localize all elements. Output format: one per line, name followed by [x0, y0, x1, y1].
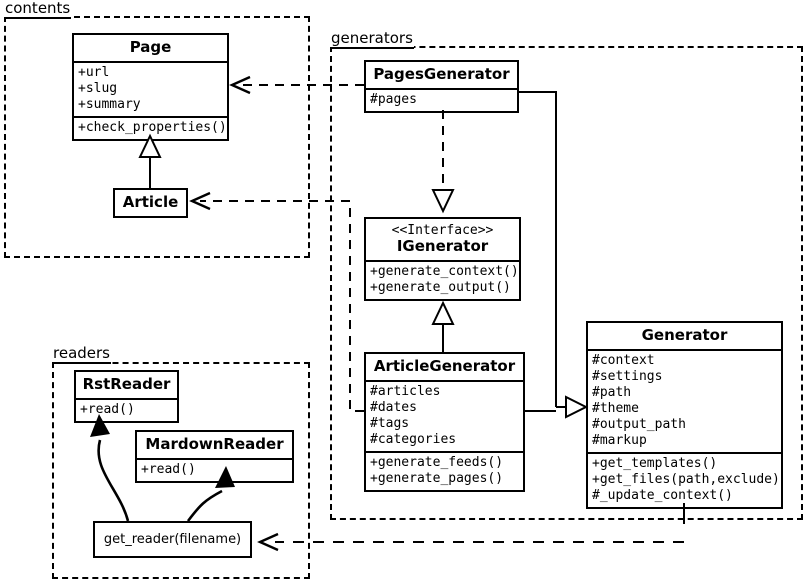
- attribute: +slug: [78, 81, 118, 96]
- class-rstreader-methods: +read(): [76, 398, 177, 421]
- class-rstreader-title: RstReader: [82, 375, 171, 393]
- method: +generate_output(): [370, 280, 511, 295]
- method: +read(): [141, 462, 196, 477]
- class-igenerator-stereotype: <<Interface>>: [391, 223, 494, 238]
- attribute: #settings: [592, 369, 663, 384]
- attribute: +url: [78, 65, 110, 80]
- package-readers: [52, 362, 310, 579]
- attribute: #context: [592, 353, 655, 368]
- class-pagesgenerator-attributes: #pages: [366, 88, 517, 111]
- class-generator-methods: +get_templates() +get_files(path,exclude…: [588, 452, 781, 507]
- class-igenerator-name: IGenerator: [396, 237, 489, 255]
- class-page-methods: +check_properties(): [74, 116, 227, 139]
- class-page-attributes: +url +slug +summary: [74, 61, 227, 116]
- class-rstreader[interactable]: RstReader +read(): [74, 370, 179, 423]
- class-articlegenerator-methods: +generate_feeds() +generate_pages(): [366, 451, 523, 490]
- class-article[interactable]: Article: [113, 188, 188, 218]
- attribute: #categories: [370, 432, 457, 447]
- class-igenerator[interactable]: <<Interface>> IGenerator +generate_conte…: [364, 217, 521, 301]
- package-generators-label: generators: [330, 29, 414, 49]
- class-generator[interactable]: Generator #context #settings #path #them…: [586, 321, 783, 509]
- method: +generate_context(): [370, 264, 519, 279]
- attribute: #output_path: [592, 417, 686, 432]
- class-mardownreader[interactable]: MardownReader +read(): [135, 430, 294, 483]
- class-articlegenerator-attributes: #articles #dates #tags #categories: [366, 380, 523, 451]
- class-page[interactable]: Page +url +slug +summary +check_properti…: [72, 33, 229, 141]
- method: #_update_context(): [592, 488, 733, 503]
- attribute: #markup: [592, 433, 647, 448]
- attribute: #path: [592, 385, 632, 400]
- method: +generate_pages(): [370, 471, 504, 486]
- attribute: #tags: [370, 416, 410, 431]
- method: +get_templates(): [592, 456, 718, 471]
- class-mardownreader-methods: +read(): [137, 458, 292, 481]
- package-readers-label: readers: [52, 344, 111, 364]
- attribute: #articles: [370, 384, 441, 399]
- attribute: +summary: [78, 97, 141, 112]
- class-article-title: Article: [122, 193, 179, 211]
- class-articlegenerator[interactable]: ArticleGenerator #articles #dates #tags …: [364, 352, 525, 492]
- attribute: #dates: [370, 400, 417, 415]
- method: +generate_feeds(): [370, 455, 504, 470]
- class-generator-title: Generator: [641, 326, 728, 344]
- method: +check_properties(): [78, 120, 227, 135]
- class-page-title: Page: [129, 38, 172, 56]
- function-get-reader[interactable]: get_reader(filename): [93, 521, 252, 558]
- package-contents-label: contents: [4, 0, 72, 19]
- class-pagesgenerator-title: PagesGenerator: [373, 65, 510, 83]
- method: +get_files(path,exclude): [592, 472, 780, 487]
- class-generator-attributes: #context #settings #path #theme #output_…: [588, 349, 781, 452]
- method: +read(): [80, 402, 135, 417]
- class-articlegenerator-title: ArticleGenerator: [373, 357, 516, 375]
- class-igenerator-methods: +generate_context() +generate_output(): [366, 260, 519, 299]
- class-pagesgenerator[interactable]: PagesGenerator #pages: [364, 60, 519, 113]
- class-mardownreader-title: MardownReader: [145, 435, 284, 453]
- attribute: #pages: [370, 92, 417, 107]
- package-contents: [4, 16, 310, 258]
- function-get-reader-label: get_reader(filename): [103, 532, 242, 547]
- class-igenerator-title: <<Interface>> IGenerator: [366, 219, 519, 260]
- attribute: #theme: [592, 401, 639, 416]
